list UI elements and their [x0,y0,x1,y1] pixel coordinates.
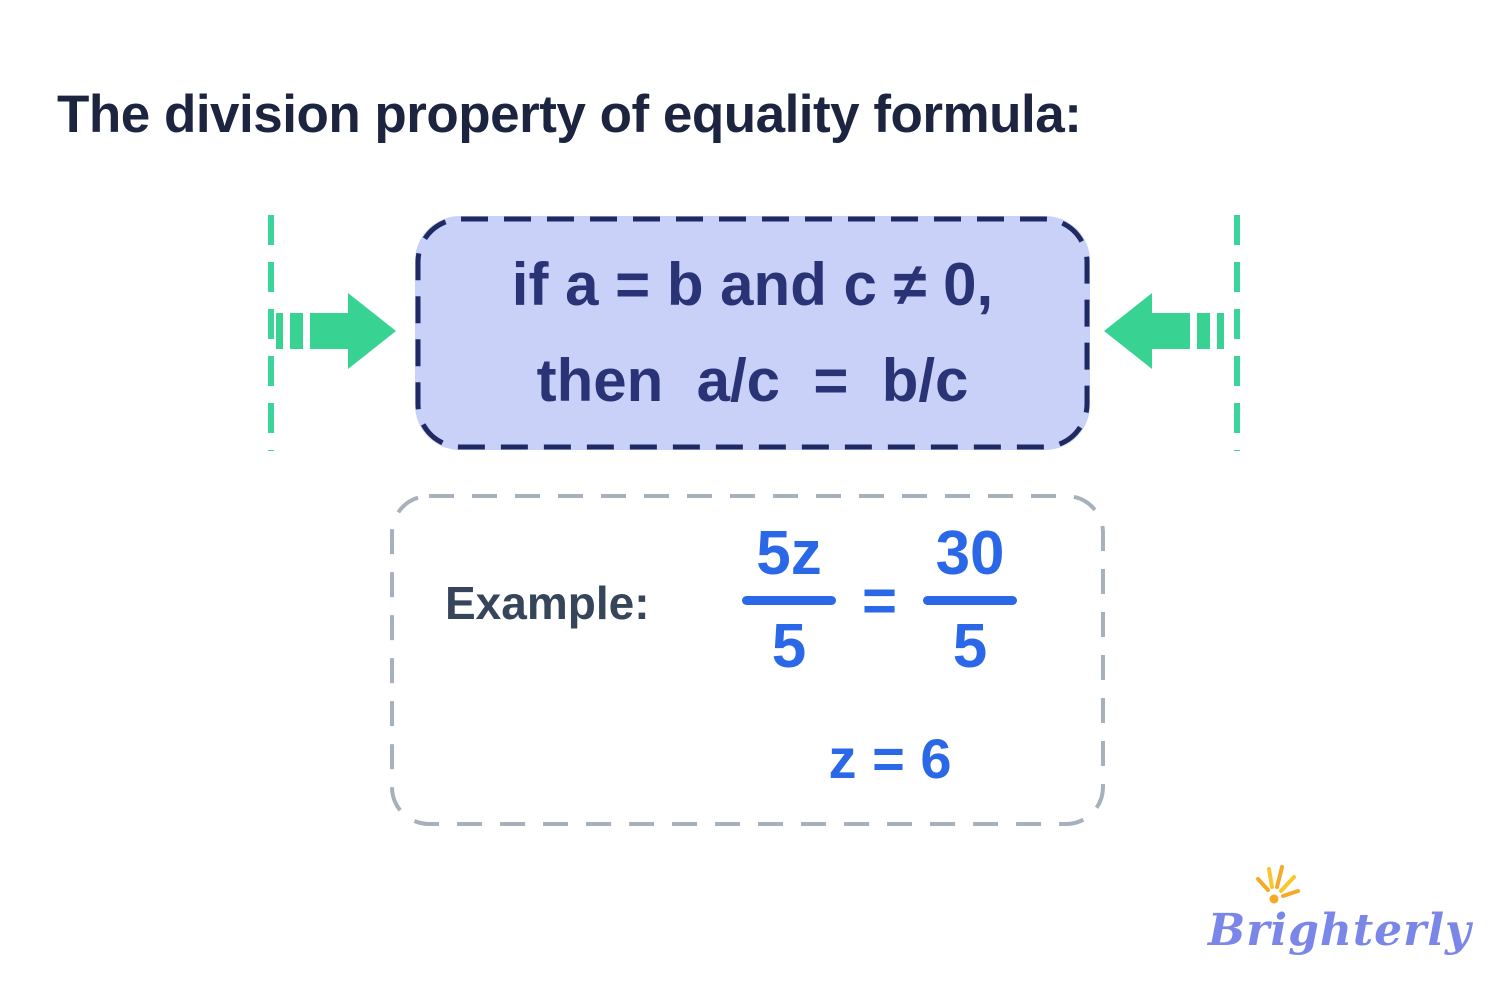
page-title: The division property of equality formul… [57,85,1082,144]
brighterly-logo: Brighterly [1208,861,1471,956]
formula-box: if a = b and c ≠ 0, then a/c = b/c [415,216,1090,450]
fraction-right: 30 5 [923,516,1018,685]
example-box: Example: 5z 5 = 30 5 z = 6 [390,494,1105,826]
guide-line-right [1234,215,1240,451]
fraction-right-numerator: 30 [935,519,1005,588]
fraction-left-denominator: 5 [771,612,807,681]
equals-sign: = [862,566,898,634]
sun-icon [1256,865,1300,904]
arrow-right-icon [276,293,396,369]
formula-line-2: then a/c = b/c [536,347,969,414]
fraction-left-bar [742,596,836,605]
example-equation: 5z 5 = 30 5 [742,516,1018,685]
formula-line-1: if a = b and c ≠ 0, [511,251,994,318]
solution-text: z = 6 [828,727,952,790]
fraction-left: 5z 5 [742,516,836,685]
logo-text: Brighterly [1208,905,1472,956]
guide-line-left [268,215,274,451]
fraction-right-denominator: 5 [952,612,988,681]
example-label: Example: [445,577,650,629]
fraction-left-numerator: 5z [756,519,822,588]
arrow-left-icon [1104,293,1224,369]
fraction-right-bar [923,596,1018,605]
